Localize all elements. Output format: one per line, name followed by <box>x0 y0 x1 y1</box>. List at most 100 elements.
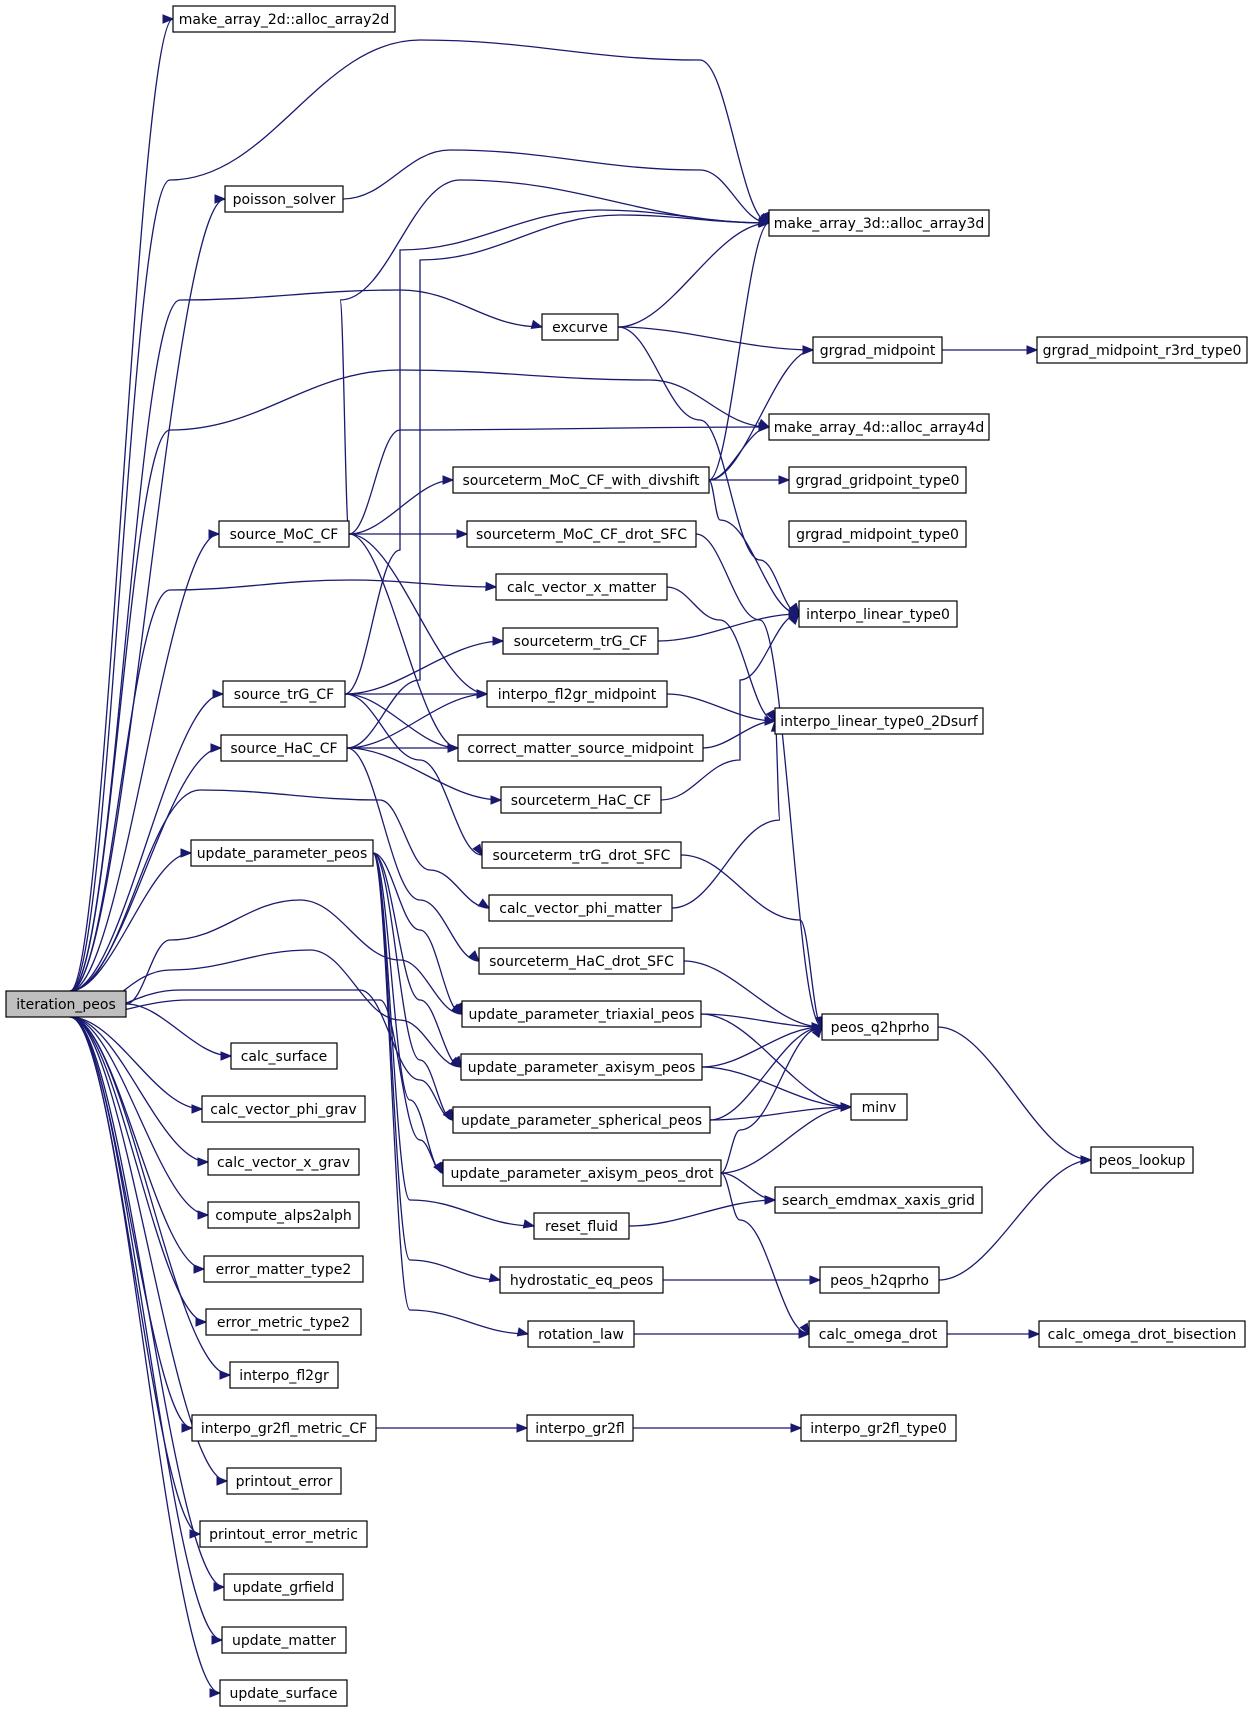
node-iteration-peos[interactable]: iteration_peos <box>5 990 127 1018</box>
node-err-matter[interactable]: error_matter_type2 <box>203 1255 364 1283</box>
edge-line <box>666 586 776 722</box>
edge-st_moc_div-to-alloc3d <box>708 218 771 481</box>
node-poisson[interactable]: poisson_solver <box>224 185 344 213</box>
node-reset-fluid[interactable]: reset_fluid <box>533 1212 630 1240</box>
node-label: sourceterm_HaC_drot_SFC <box>489 954 674 970</box>
node-peos-q2hprho[interactable]: peos_q2hprho <box>821 1013 939 1041</box>
node-box <box>533 1212 630 1240</box>
node-alloc2d[interactable]: make_array_2d::alloc_array2d <box>172 5 396 33</box>
edge-line <box>680 854 823 1028</box>
edge-line <box>348 533 459 749</box>
edge-line <box>69 949 462 1068</box>
node-peos-lookup[interactable]: peos_lookup <box>1090 1146 1194 1174</box>
node-rotation-law[interactable]: rotation_law <box>527 1320 635 1348</box>
node-update-surface[interactable]: update_surface <box>219 1679 348 1707</box>
node-err-metric[interactable]: error_metric_type2 <box>205 1308 362 1336</box>
node-calc-vphi-matter[interactable]: calc_vector_phi_matter <box>488 894 673 922</box>
node-box <box>223 1573 344 1601</box>
edge-line <box>69 1016 207 1323</box>
node-grgrad-mid[interactable]: grgrad_midpoint <box>812 336 943 364</box>
edge-upd_axisym_drot-to-peos_q2hprho <box>720 1025 823 1174</box>
node-label: interpo_gr2fl <box>535 1421 624 1437</box>
node-box <box>191 1414 377 1442</box>
node-label: minv <box>862 1100 897 1116</box>
edge-line <box>617 326 814 351</box>
node-peos-h2qprho[interactable]: peos_h2qprho <box>819 1266 940 1294</box>
node-upd-axisym-drot[interactable]: update_parameter_axisym_peos_drot <box>442 1159 722 1187</box>
arrowhead-icon <box>477 898 491 909</box>
node-interpo-lin0[interactable]: interpo_linear_type0 <box>798 600 958 628</box>
arrowhead-icon <box>485 581 498 592</box>
node-label: calc_vector_x_matter <box>507 580 656 596</box>
node-interpo-lin0-2d[interactable]: interpo_linear_type0_2Dsurf <box>774 707 984 735</box>
node-printout-error-metric[interactable]: printout_error_metric <box>199 1520 368 1548</box>
node-st-hac-drot[interactable]: sourceterm_HaC_drot_SFC <box>478 947 685 975</box>
node-interpo-fl2gr-mid[interactable]: interpo_fl2gr_midpoint <box>486 680 668 708</box>
node-update-matter[interactable]: update_matter <box>221 1626 347 1654</box>
node-label: grgrad_midpoint_r3rd_type0 <box>1043 343 1242 359</box>
edge-grgrad_mid-to-grgrad_mid_r3rd <box>942 345 1039 355</box>
node-st-trg-drot[interactable]: sourceterm_trG_drot_SFC <box>481 841 682 869</box>
node-box <box>478 947 685 975</box>
node-correct-matter[interactable]: correct_matter_source_midpoint <box>457 734 704 762</box>
node-minv[interactable]: minv <box>850 1093 908 1121</box>
edge-line <box>69 579 497 992</box>
node-interpo-gr2fl-t0[interactable]: interpo_gr2fl_type0 <box>800 1414 957 1442</box>
node-grgrad-mid0[interactable]: grgrad_midpoint_type0 <box>788 520 967 548</box>
node-source-moc[interactable]: source_MoC_CF <box>218 520 350 548</box>
node-source-hac[interactable]: source_HaC_CF <box>220 734 348 762</box>
node-upd-axisym[interactable]: update_parameter_axisym_peos <box>460 1053 703 1081</box>
node-calc-vx-grav[interactable]: calc_vector_x_grav <box>207 1148 360 1176</box>
node-label: error_matter_type2 <box>216 1262 352 1278</box>
node-calc-vphi-grav[interactable]: calc_vector_phi_grav <box>201 1095 366 1123</box>
node-upd-peos[interactable]: update_parameter_peos <box>190 839 374 867</box>
node-interpo-fl2gr[interactable]: interpo_fl2gr <box>229 1361 339 1389</box>
arrowhead-icon <box>212 689 225 699</box>
node-compute-alps[interactable]: compute_alps2alph <box>207 1201 360 1229</box>
edge-interpo_fl2gr_mid-to-interpo_lin0_2d <box>666 693 777 726</box>
edge-st_hac-to-interpo_lin0 <box>660 612 800 801</box>
node-st-moc-drot[interactable]: sourceterm_MoC_CF_drot_SFC <box>466 520 697 548</box>
node-label: interpo_linear_type0_2Dsurf <box>780 714 978 730</box>
node-box <box>461 1000 702 1028</box>
node-calc-omega-drot[interactable]: calc_omega_drot <box>808 1320 948 1348</box>
node-st-moc-div[interactable]: sourceterm_MoC_CF_with_divshift <box>452 466 710 494</box>
node-interpo-gr2fl-metric[interactable]: interpo_gr2fl_metric_CF <box>191 1414 377 1442</box>
node-box <box>819 1266 940 1294</box>
node-box <box>190 839 374 867</box>
edge-upd_peos-to-upd_axisym_drot <box>372 852 444 1175</box>
node-interpo-gr2fl[interactable]: interpo_gr2fl <box>526 1414 634 1442</box>
node-calc-omega-bisect[interactable]: calc_omega_drot_bisection <box>1038 1320 1246 1348</box>
node-alloc3d[interactable]: make_array_3d::alloc_array3d <box>768 209 990 237</box>
nodes-layer: iteration_peos make_array_2d::alloc_array… <box>5 5 1248 1707</box>
arrowhead-icon <box>840 1102 853 1112</box>
node-label: calc_omega_drot_bisection <box>1048 1327 1237 1343</box>
node-calc-vx-matter[interactable]: calc_vector_x_matter <box>495 573 668 601</box>
node-label: update_parameter_peos <box>197 846 368 862</box>
edge-calc_omega_drot-to-calc_omega_bisect <box>946 1329 1041 1339</box>
node-st-trg[interactable]: sourceterm_trG_CF <box>502 627 659 655</box>
arrowhead-icon <box>492 636 505 646</box>
node-box <box>5 990 127 1018</box>
node-grgrad-grid0[interactable]: grgrad_gridpoint_type0 <box>788 466 967 494</box>
node-update-grfield[interactable]: update_grfield <box>223 1573 344 1601</box>
edge-source_moc-to-st_moc_div <box>348 475 455 535</box>
edge-upd_peos-to-upd_spherical <box>372 852 454 1122</box>
node-source-trg[interactable]: source_trG_CF <box>222 680 346 708</box>
node-alloc4d[interactable]: make_array_4d::alloc_array4d <box>768 413 990 441</box>
edge-excurve-to-grgrad_mid <box>617 326 815 355</box>
edge-line <box>938 1159 1092 1281</box>
node-label: update_grfield <box>233 1580 334 1596</box>
edge-upd_peos-to-reset_fluid <box>372 852 536 1229</box>
edge-reset_fluid-to-search_emdmax <box>628 1195 777 1227</box>
node-calc-surface[interactable]: calc_surface <box>230 1042 338 1070</box>
node-hydrostatic[interactable]: hydrostatic_eq_peos <box>499 1266 664 1294</box>
node-printout-error[interactable]: printout_error <box>226 1467 342 1495</box>
node-search-emdmax[interactable]: search_emdmax_xaxis_grid <box>774 1186 983 1214</box>
node-grgrad-mid-r3rd[interactable]: grgrad_midpoint_r3rd_type0 <box>1036 336 1248 364</box>
edge-line <box>69 989 454 1121</box>
node-st-hac[interactable]: sourceterm_HaC_CF <box>500 786 662 814</box>
node-excurve[interactable]: excurve <box>541 313 619 341</box>
node-upd-spherical[interactable]: update_parameter_spherical_peos <box>452 1106 711 1134</box>
node-upd-triaxial[interactable]: update_parameter_triaxial_peos <box>461 1000 702 1028</box>
